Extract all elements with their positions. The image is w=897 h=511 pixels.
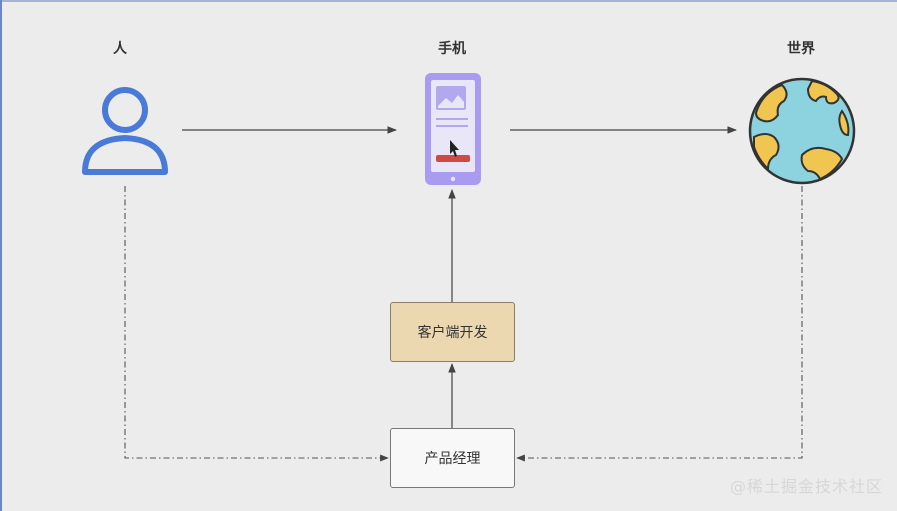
dashed-world-to-pm xyxy=(516,186,803,462)
frame-left-border xyxy=(0,0,2,511)
product-manager-box: 产品经理 xyxy=(390,428,515,488)
phone-icon xyxy=(425,73,481,185)
phone-label: 手机 xyxy=(438,41,466,57)
globe-icon xyxy=(748,77,856,185)
frame-top-border xyxy=(0,0,897,2)
person-label: 人 xyxy=(113,41,127,57)
client-dev-box: 客户端开发 xyxy=(390,302,515,362)
dashed-person-to-pm xyxy=(124,186,389,462)
world-label: 世界 xyxy=(787,41,815,57)
person-icon xyxy=(82,87,168,175)
watermark: @稀土掘金技术社区 xyxy=(729,477,883,496)
